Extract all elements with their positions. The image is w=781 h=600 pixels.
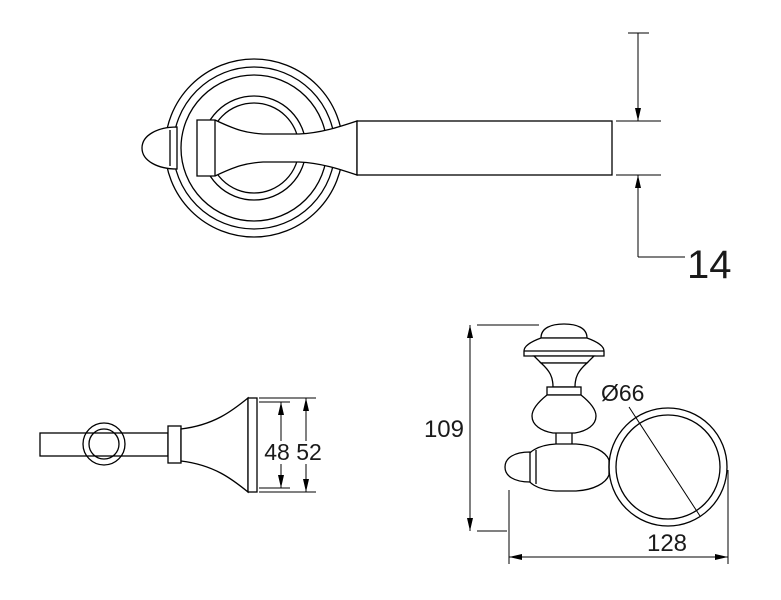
dim-label-ring-diameter: Ø66 [601,380,644,406]
ring-inner-circle [615,414,721,520]
wall-flange-side-view [247,397,258,493]
dimension-overall-height: 109 [424,324,539,532]
ring-diameter-line [628,406,701,517]
bar-side-view [39,432,169,457]
dimension-ring-diameter: Ø66 [601,380,644,406]
dim4852-text-mask [263,441,323,464]
finial-tip-dome [504,451,531,483]
bar-top-view [356,120,613,176]
front-view-drawing [504,323,728,527]
post-neck [539,362,589,388]
post-bulb [531,394,597,434]
holder-body [525,443,610,492]
dimension-flange-diameters: 48 52 [259,397,323,493]
end-knob-top-view [141,126,178,170]
cap-step [532,355,596,364]
post-cap-side-view [167,425,182,464]
top-view-drawing [141,58,613,238]
bead-outer-circle [82,422,126,466]
cap-flare [523,337,605,357]
post-collar [546,386,582,396]
dim-label-overall-height: 109 [424,416,464,443]
dim-label-overall-width: 128 [647,530,687,557]
dim-label-flange: 48 52 [264,439,322,465]
dimension-bar-diameter: 14 [616,32,732,287]
bead-inner-circle [88,428,120,460]
ring-outer-circle [608,407,728,527]
dimension-overall-width: 128 [508,470,729,564]
post-cone-side-view [180,396,249,494]
dim-label-bar-diameter: 14 [687,243,732,287]
cap-dome [540,323,588,339]
side-view-drawing [39,396,258,494]
